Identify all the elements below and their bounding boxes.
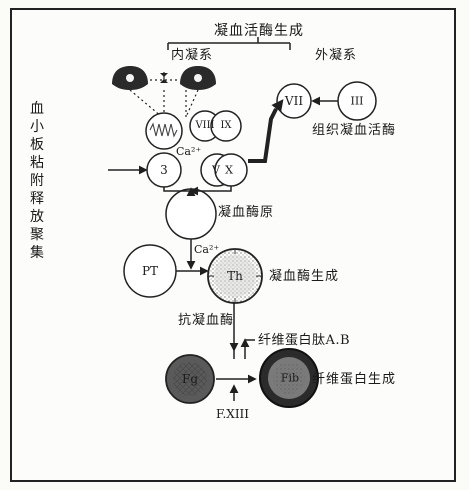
diagram-frame	[10, 8, 456, 482]
factor-3-label: 3	[160, 163, 168, 177]
prothrombin-label: 凝血酶原	[218, 205, 275, 220]
factor-circles	[123, 81, 377, 298]
factor-7-label: VII	[284, 94, 304, 108]
factor-5-label: V	[212, 163, 220, 177]
factor-10-label: X	[225, 163, 233, 177]
fib-label: Fib	[280, 371, 300, 385]
main-arrows	[163, 186, 257, 401]
extrinsic-path	[248, 96, 338, 163]
platelet-activity-label: 血小板粘附释放聚集	[30, 101, 45, 261]
zigzag-mark	[149, 122, 178, 138]
extrinsic-pathway-label: 外凝系	[315, 48, 358, 63]
calcium-top-label: Ca²⁺	[176, 145, 202, 158]
factor-zigzag-circle	[145, 112, 183, 150]
factor-9-circle	[210, 110, 242, 142]
tissue-factor-label: III	[350, 94, 364, 108]
antithrombin-label: 抗凝血酶	[178, 313, 235, 328]
factor-8-label: VIII	[195, 120, 215, 131]
fibrin-formation-label: 纤维蛋白生成	[312, 372, 397, 387]
platelet-pair	[112, 66, 216, 90]
fibrin-circle-group	[259, 348, 319, 408]
th-label: Th	[227, 269, 243, 283]
tissue-thromboplastin-label: 组织凝血活酶	[312, 123, 397, 138]
calcium-mid-label: Ca²⁺	[194, 243, 220, 256]
intrinsic-pathway-label: 内凝系	[171, 48, 214, 63]
fibrinopeptide-label: 纤维蛋白肽A.B	[258, 333, 351, 348]
factor-13-label: F.XIII	[216, 407, 250, 421]
pt-label: PT	[141, 264, 159, 278]
diagram-title: 凝血活酶生成	[214, 23, 304, 39]
thrombin-formation-label: 凝血酶生成	[269, 269, 340, 284]
prothrombin-circle	[165, 188, 217, 240]
fibrinogen-circle-group	[165, 354, 215, 404]
top-connector-lines	[129, 89, 199, 118]
thrombin-circle-group	[207, 248, 263, 304]
fg-label: Fg	[181, 372, 199, 386]
pathway-bracket	[167, 37, 291, 50]
factor-9-label: IX	[220, 120, 232, 131]
